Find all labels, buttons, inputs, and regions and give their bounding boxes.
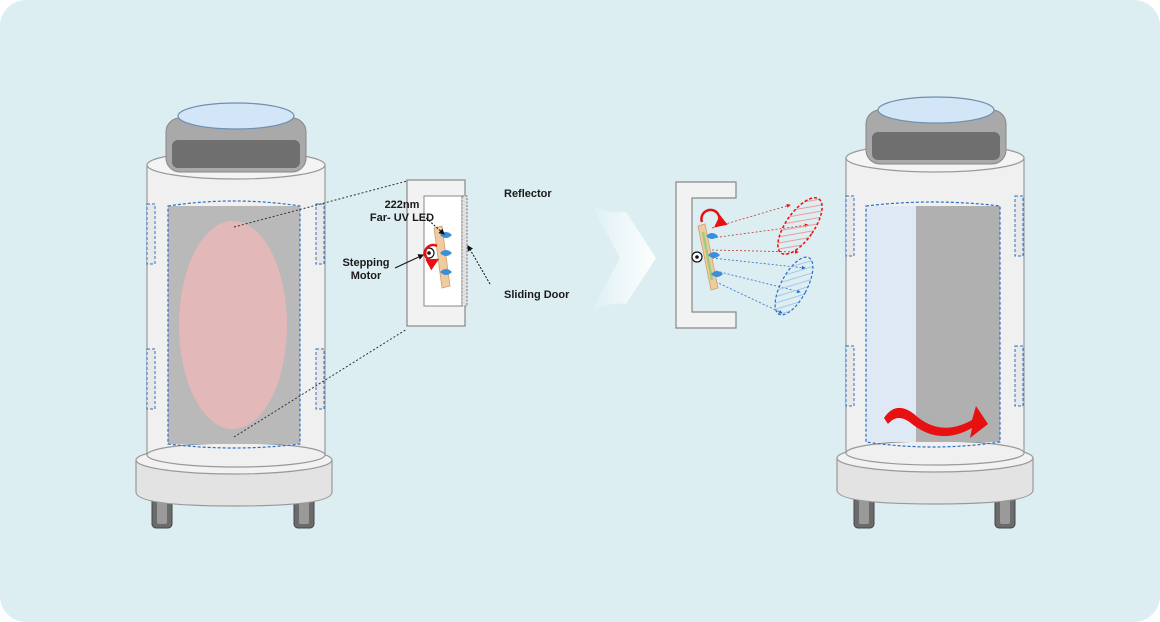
right-device <box>836 96 1034 529</box>
beam-target-red <box>777 197 823 255</box>
led-label-line1: 222nm <box>385 199 420 211</box>
reflector-bracket <box>675 181 737 329</box>
projection-line-bottom <box>233 328 408 438</box>
right-head-lid <box>877 96 995 124</box>
reflector-detail <box>675 181 823 329</box>
led <box>708 252 720 258</box>
left-device <box>135 102 333 529</box>
led <box>706 233 718 239</box>
left-beam-spot <box>179 221 287 429</box>
reflector-label: Reflector <box>504 188 552 200</box>
right-window-gray <box>916 206 1000 442</box>
led-label-line2: Far- UV LED <box>370 212 434 224</box>
motor-label-line2: Motor <box>351 270 382 282</box>
motor-label-line1: Stepping <box>342 257 389 269</box>
transition-chevron-icon <box>592 206 656 310</box>
sliding-door-label: Sliding Door <box>504 289 570 301</box>
led <box>440 269 452 275</box>
left-head-lid <box>177 102 295 130</box>
sliding-door <box>461 195 468 307</box>
right-window-open <box>866 206 918 442</box>
led <box>440 250 452 256</box>
projection-line-top <box>233 180 408 228</box>
beam-target-blue <box>774 256 814 316</box>
rotation-arrow-icon <box>700 208 728 228</box>
rotation-arrow-icon <box>884 406 988 438</box>
right-latch <box>845 195 855 257</box>
detail-box <box>394 179 491 327</box>
left-latch <box>146 203 156 265</box>
rotation-arrow-icon <box>423 243 440 271</box>
led <box>711 271 723 277</box>
